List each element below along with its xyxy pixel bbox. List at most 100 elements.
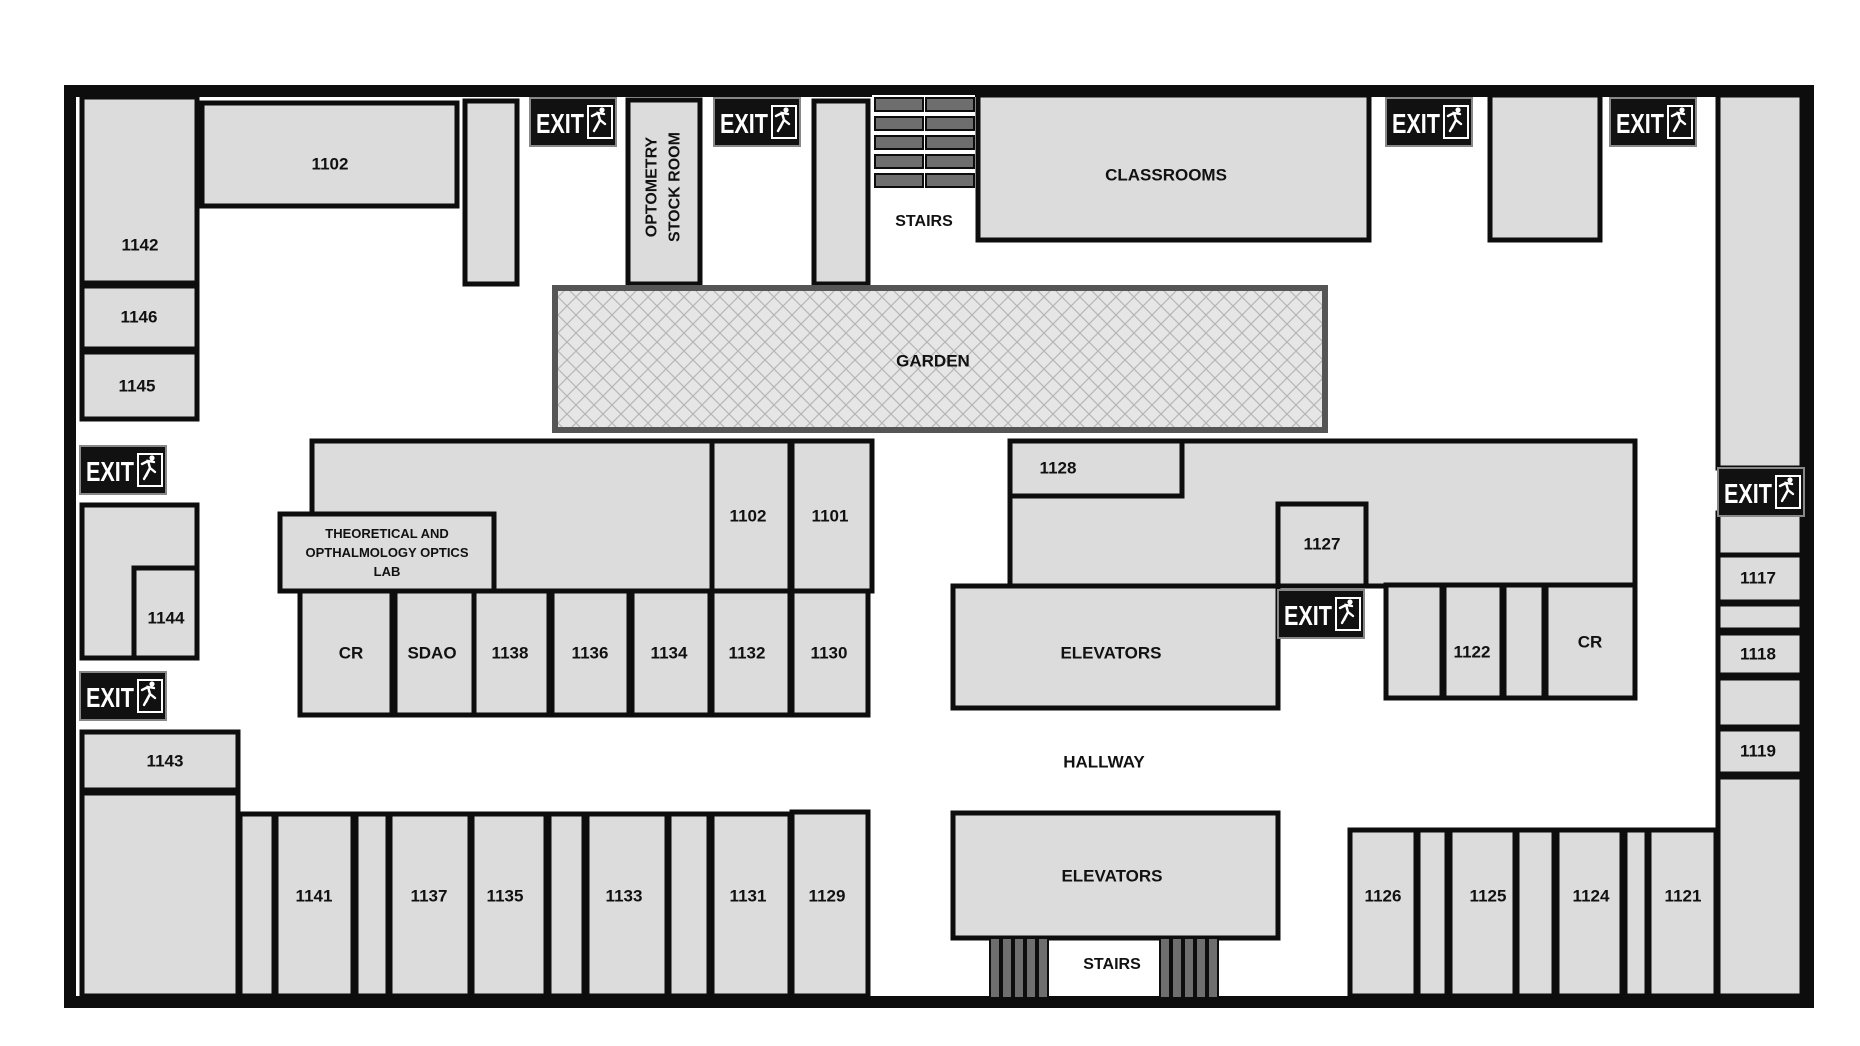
label-r1134: 1134 (651, 643, 688, 662)
exit-sign-label: EXIT (536, 108, 584, 139)
room-elevators-bottom[interactable] (950, 810, 1281, 941)
room-cr-right[interactable] (1543, 582, 1638, 701)
room-right-col-c[interactable] (1715, 675, 1805, 730)
room-bottom-left-large[interactable] (79, 790, 241, 999)
room-1126[interactable] (1347, 827, 1419, 999)
room-elevators-top[interactable] (950, 583, 1281, 711)
room-optometry-stock[interactable] (625, 97, 703, 287)
room-1141[interactable] (273, 811, 356, 999)
exit-sign-top-4: EXIT (1609, 97, 1697, 147)
room-bottom-strip-a[interactable] (237, 811, 277, 999)
room-1145[interactable] (79, 349, 200, 422)
room-1101[interactable] (789, 438, 875, 594)
label-r1130: 1130 (811, 643, 848, 662)
room-right-small-b[interactable] (1501, 582, 1547, 701)
room-1132[interactable] (709, 588, 793, 718)
stair-tread (925, 97, 975, 112)
label-r1121: 1121 (1665, 886, 1702, 905)
stair-tread (925, 116, 975, 131)
stairs-bottom-treads (989, 937, 1219, 999)
exit-sign-top-3: EXIT (1385, 97, 1473, 147)
room-1146[interactable] (79, 283, 200, 352)
room-1119[interactable] (1715, 726, 1805, 777)
room-sdao[interactable] (392, 588, 477, 718)
room-right-small-a[interactable] (1383, 582, 1445, 701)
stair-tread (874, 173, 924, 188)
running-person-icon-frame (1667, 105, 1693, 139)
room-1118[interactable] (1715, 630, 1805, 678)
room-theoretical-lab[interactable] (277, 511, 497, 594)
exit-sign-label: EXIT (1616, 108, 1664, 139)
label-r1141: 1141 (296, 886, 333, 905)
room-cr-left[interactable] (297, 588, 395, 718)
room-bottom-right-strip-a[interactable] (1415, 827, 1450, 999)
label-r1133: 1133 (606, 886, 643, 905)
corridor-block-b[interactable] (811, 98, 871, 287)
room-bottom-strip-d[interactable] (666, 811, 712, 999)
room-1142[interactable] (79, 94, 200, 286)
exit-sign-left-2: EXIT (79, 671, 167, 721)
running-person-head-icon (149, 681, 155, 687)
room-right-col-d[interactable] (1715, 774, 1805, 999)
label-r1138: 1138 (492, 643, 529, 662)
label-cr-right: CR (1578, 632, 1603, 651)
room-bottom-strip-b[interactable] (353, 811, 391, 999)
running-person-icon-frame (1775, 475, 1801, 509)
label-r1122: 1122 (1454, 642, 1491, 661)
stair-tread (1159, 937, 1171, 999)
running-person-icon (140, 459, 157, 481)
garden-area[interactable] (552, 285, 1328, 433)
corridor-block-a[interactable] (462, 98, 520, 287)
stair-tread (1037, 937, 1049, 999)
label-sdao: SDAO (407, 643, 456, 662)
room-1121[interactable] (1646, 827, 1719, 999)
exit-sign-top-1: EXIT (529, 97, 617, 147)
label-r1102-top: 1102 (312, 154, 349, 173)
label-r1128: 1128 (1040, 458, 1077, 477)
room-1125[interactable] (1447, 827, 1518, 999)
room-classrooms[interactable] (975, 92, 1372, 243)
room-1102-top[interactable] (199, 100, 460, 209)
exit-sign-label: EXIT (1724, 478, 1772, 509)
running-person-icon (1778, 481, 1795, 503)
room-top-right-small[interactable] (1487, 92, 1603, 243)
exit-sign-right: EXIT (1717, 467, 1805, 517)
room-1144[interactable] (131, 565, 200, 661)
corridor-right-wall[interactable] (1715, 92, 1805, 471)
exit-sign-center: EXIT (1277, 589, 1365, 639)
room-1122[interactable] (1441, 582, 1505, 701)
room-1124[interactable] (1554, 827, 1625, 999)
stair-tread (874, 154, 924, 169)
label-r1131: 1131 (730, 886, 767, 905)
running-person-icon (590, 111, 607, 133)
running-person-head-icon (783, 107, 789, 113)
room-1136[interactable] (549, 588, 632, 718)
room-1128[interactable] (1007, 438, 1185, 499)
room-1131[interactable] (709, 811, 793, 999)
room-1117[interactable] (1715, 552, 1805, 605)
label-r1135: 1135 (487, 886, 524, 905)
label-r1132: 1132 (729, 643, 766, 662)
label-r1101: 1101 (812, 506, 849, 525)
room-1127[interactable] (1275, 501, 1369, 589)
room-1138[interactable] (471, 588, 552, 718)
label-stairs-bottom: STAIRS (1083, 956, 1141, 973)
label-r1129: 1129 (809, 886, 846, 905)
room-bottom-right-strip-c[interactable] (1622, 827, 1650, 999)
room-1129[interactable] (789, 809, 871, 999)
room-bottom-strip-c[interactable] (546, 811, 587, 999)
room-1143[interactable] (79, 729, 241, 793)
room-right-col-a[interactable] (1715, 510, 1805, 558)
exit-sign-label: EXIT (86, 456, 134, 487)
room-1137[interactable] (387, 811, 473, 999)
label-elevators-top: ELEVATORS (1060, 643, 1161, 662)
room-1135[interactable] (469, 811, 549, 999)
running-person-icon-frame (1335, 597, 1361, 631)
room-bottom-right-strip-b[interactable] (1514, 827, 1557, 999)
stair-tread (1183, 937, 1195, 999)
room-right-col-b[interactable] (1715, 601, 1805, 633)
room-1130[interactable] (789, 588, 871, 718)
running-person-head-icon (1347, 599, 1353, 605)
